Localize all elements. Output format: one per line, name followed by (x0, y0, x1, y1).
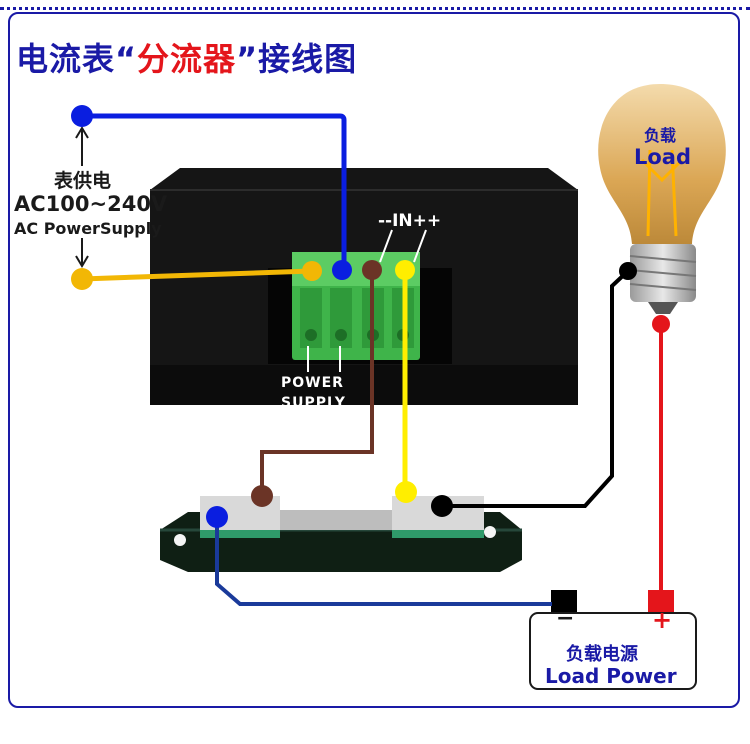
shunt-dot-brown (251, 485, 273, 507)
load-power-negative-terminal (551, 590, 577, 612)
load-label-en: Load (634, 145, 692, 169)
terminal-dot-brown (362, 260, 382, 280)
load-power-positive-terminal (648, 590, 674, 612)
brown-in-minus-wire (260, 270, 374, 496)
top-dotted-border (0, 0, 750, 10)
load-power-minus-sign: − (556, 606, 575, 631)
blue-supply-dot (71, 105, 93, 127)
load-power-plus-sign: + (652, 606, 673, 634)
supply-label-range: AC100~240V (14, 192, 168, 216)
supply-label-cn: 表供电 (54, 170, 112, 192)
input-label: --IN++ (378, 211, 442, 231)
page-title: 电流表“分流器”接线图 (16, 40, 358, 78)
load-power-label-en: Load Power (545, 664, 677, 688)
terminal-dot-orange (302, 261, 322, 281)
supply-arrow-down (75, 238, 89, 268)
bulb-dot-black (619, 262, 637, 280)
power-supply-label-line2: SUPPLY (281, 395, 346, 411)
supply-label-en: AC PowerSupply (14, 219, 162, 238)
load-power-box (529, 612, 697, 690)
power-supply-pointer-lines (307, 346, 341, 372)
title-highlight: 分流器 (137, 40, 237, 78)
blue-shunt-return-wire (215, 517, 552, 606)
terminal-dot-yellow (395, 260, 415, 280)
diagram-frame (8, 12, 740, 708)
shunt-dot-blue (206, 506, 228, 528)
shunt-dot-black (431, 495, 453, 517)
supply-arrow-up (75, 126, 89, 166)
load-label-cn: 负载 (644, 126, 677, 145)
black-load-wire (442, 269, 630, 508)
in-pointer-lines (379, 229, 427, 263)
blue-supply-wire (82, 113, 347, 270)
orange-supply-wire (81, 268, 313, 282)
bulb-dot-red (652, 315, 670, 333)
load-power-label-cn: 负载电源 (566, 644, 638, 665)
shunt-dot-yellow (395, 481, 417, 503)
orange-supply-dot (71, 268, 93, 290)
terminal-dot-blue (332, 260, 352, 280)
power-supply-label-line1: POWER (281, 375, 344, 391)
light-bulb (598, 84, 726, 314)
